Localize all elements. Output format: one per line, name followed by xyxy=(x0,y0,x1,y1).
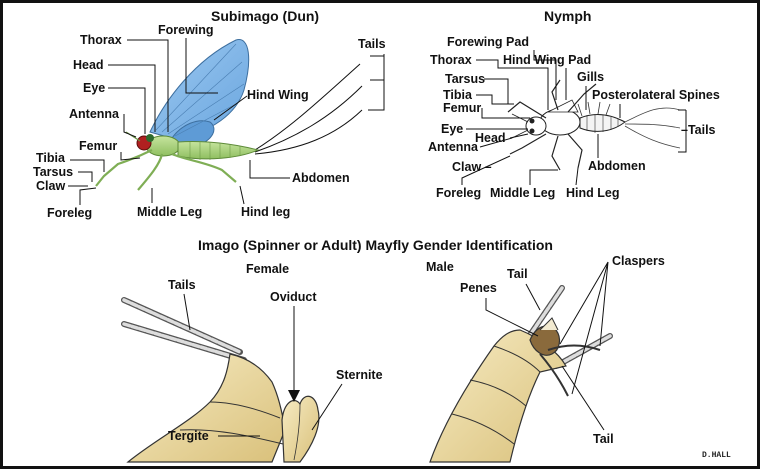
label-male-tail-top: Tail xyxy=(507,267,528,281)
label-tergite: Tergite xyxy=(168,429,209,443)
subimago-illustration xyxy=(95,39,363,191)
head-shape xyxy=(146,134,154,142)
label-forewing: Forewing xyxy=(158,23,214,37)
label-sub-tibia: Tibia xyxy=(36,151,66,165)
label-nymph-hind-leg: Hind Leg xyxy=(566,186,619,200)
label-nymph-head: Head xyxy=(475,131,506,145)
label-sub-hind-leg: Hind leg xyxy=(241,205,290,219)
nymph-thorax-shape xyxy=(539,108,581,136)
male-abdomen-illustration xyxy=(429,285,613,463)
label-nymph-antenna: Antenna xyxy=(428,140,479,154)
title-nymph: Nymph xyxy=(544,8,591,24)
label-nymph-tails: –Tails xyxy=(681,123,716,137)
label-thorax: Thorax xyxy=(80,33,122,47)
label-nymph-tibia: Tibia xyxy=(443,88,473,102)
female-abdomen-illustration xyxy=(121,297,320,463)
signature: D.HALL xyxy=(702,451,731,460)
forewing-shape xyxy=(149,39,250,141)
label-nymph-foreleg: Foreleg xyxy=(436,186,481,200)
label-forewing-pad: Forewing Pad xyxy=(447,35,529,49)
label-sub-head: Head xyxy=(73,58,104,72)
label-sub-tarsus: Tarsus xyxy=(33,165,73,179)
heading-female: Female xyxy=(246,262,289,276)
label-nymph-thorax: Thorax xyxy=(430,53,472,67)
label-sub-tails: Tails xyxy=(358,37,386,51)
label-sub-femur: Femur xyxy=(79,139,117,153)
label-nymph-abdomen: Abdomen xyxy=(588,159,646,173)
title-subimago: Subimago (Dun) xyxy=(211,8,319,24)
label-oviduct: Oviduct xyxy=(270,290,317,304)
label-sub-antenna: Antenna xyxy=(69,107,120,121)
label-claspers: Claspers xyxy=(612,254,665,268)
label-nymph-tarsus: Tarsus xyxy=(445,72,485,86)
label-nymph-eye: Eye xyxy=(441,122,463,136)
label-nymph-claw: Claw – xyxy=(452,160,492,174)
title-imago: Imago (Spinner or Adult) Mayfly Gender I… xyxy=(198,237,553,253)
label-hind-wing-pad: Hind Wing Pad xyxy=(503,53,591,67)
label-female-tails: Tails xyxy=(168,278,196,292)
label-hind-wing: Hind Wing xyxy=(247,88,309,102)
label-sub-eye: Eye xyxy=(83,81,105,95)
label-sub-foreleg: Foreleg xyxy=(47,206,92,220)
label-sub-claw: Claw xyxy=(36,179,65,193)
label-male-tail-bottom: Tail xyxy=(593,432,614,446)
nymph-illustration xyxy=(507,79,681,171)
label-nymph-femur: Femur xyxy=(443,101,481,115)
label-nymph-middle-leg: Middle Leg xyxy=(490,186,555,200)
label-sub-abdomen: Abdomen xyxy=(292,171,350,185)
label-gills: Gills xyxy=(577,70,604,84)
label-penes: Penes xyxy=(460,281,497,295)
label-sub-middle-leg: Middle Leg xyxy=(137,205,202,219)
label-sternite: Sternite xyxy=(336,368,383,382)
heading-male: Male xyxy=(426,260,454,274)
abdomen-shape xyxy=(177,140,260,160)
label-posterolateral-spines: Posterolateral Spines xyxy=(592,88,720,102)
